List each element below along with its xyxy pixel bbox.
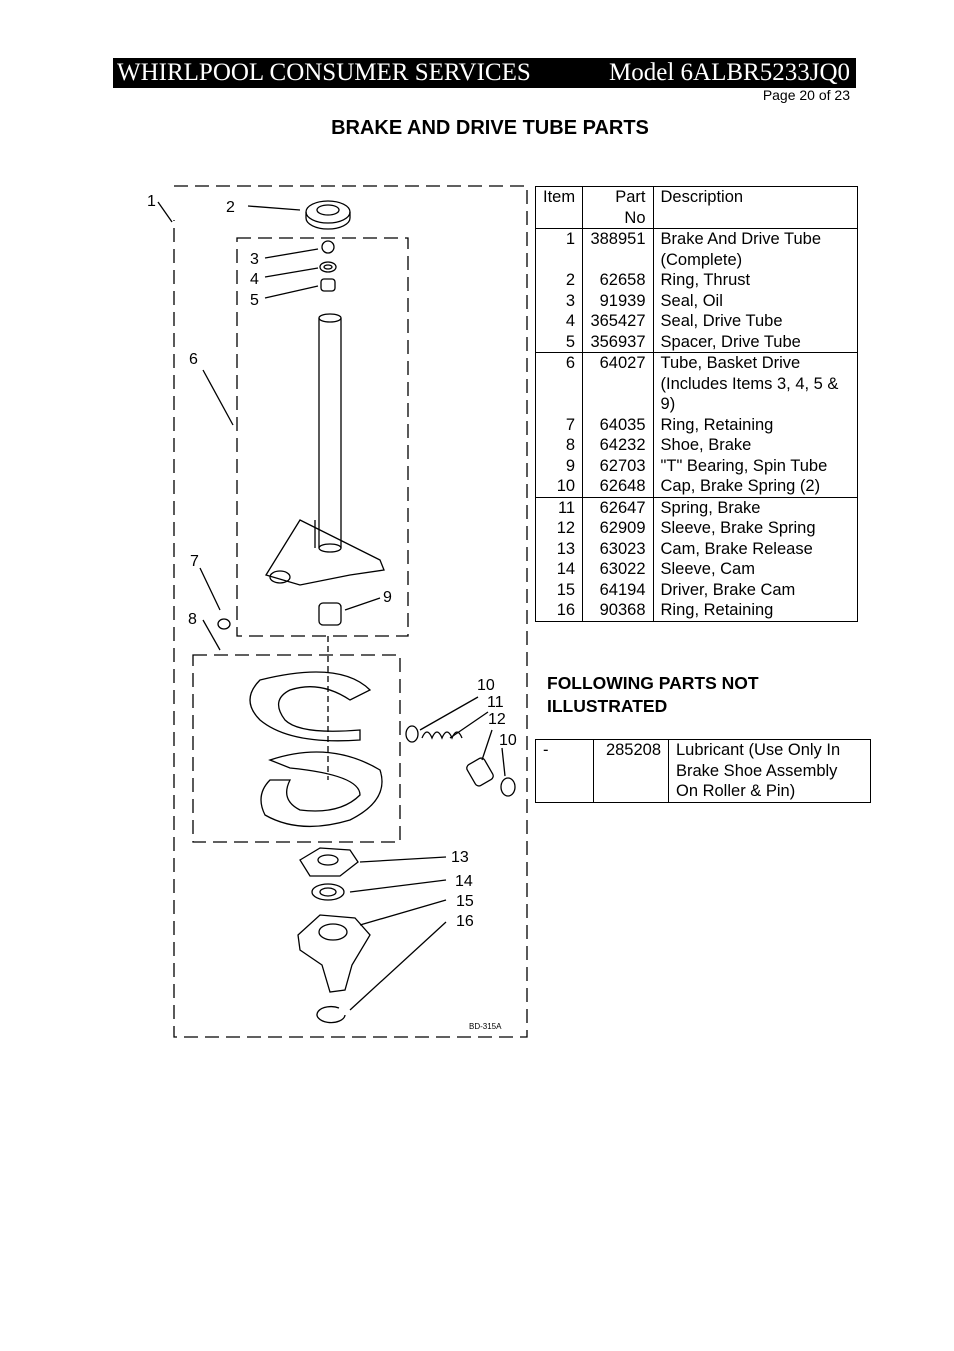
outer-frame [173,185,528,1038]
svg-text:9: 9 [383,589,392,606]
col-part-no: Part No [582,186,654,229]
svg-text:11: 11 [487,694,504,711]
svg-text:8: 8 [188,611,197,628]
drive-tube-seal [319,261,337,273]
svg-text:3: 3 [250,251,259,268]
svg-text:2: 2 [226,199,235,216]
brake-release-cam [299,847,359,877]
t-bearing [318,602,342,626]
diagram-code: BD-315A [469,1022,502,1031]
svg-text:13: 13 [451,849,469,866]
thrust-ring [305,200,351,224]
header-bar: WHIRLPOOL CONSUMER SERVICES Model 6ALBR5… [113,58,856,88]
brake-spring-cap [405,725,419,743]
svg-text:5: 5 [250,292,259,309]
brake-spring [421,731,463,740]
brake-shoe-lower [260,751,383,828]
basket-drive-tube [318,318,342,548]
cam-sleeve [311,883,345,901]
svg-text:7: 7 [190,553,199,570]
tube-base-plate [264,519,385,586]
not-illustrated-table: - 285208 Lubricant (Use Only In Brake Sh… [535,739,871,803]
page-title: BRAKE AND DRIVE TUBE PARTS [331,117,649,139]
svg-text:15: 15 [456,893,474,910]
retaining-ring-7 [217,618,231,630]
page-number: Page 20 of 23 [762,87,850,103]
retaining-ring-16 [316,1005,346,1024]
svg-text:1: 1 [147,193,156,210]
svg-text:4: 4 [250,271,259,288]
drive-tube-spacer [320,278,336,292]
brake-cam-driver [297,914,371,993]
svg-text:10: 10 [499,732,517,749]
exploded-parts-diagram: 1 2 3 4 5 6 7 8 9 10 11 12 10 13 14 15 1… [147,185,528,1038]
svg-text:12: 12 [488,711,506,728]
svg-text:10: 10 [477,677,495,694]
oil-seal [321,240,335,254]
tube-frame [236,237,409,637]
svg-text:16: 16 [456,913,474,930]
svg-text:14: 14 [455,873,473,890]
brake-spring-cap-2 [500,777,516,797]
svg-text:6: 6 [189,351,198,368]
brake-shoe-upper [249,671,372,742]
header-company: WHIRLPOOL CONSUMER SERVICES [117,59,531,86]
col-item: Item [534,186,584,229]
header-model: Model 6ALBR5233JQ0 [609,59,850,86]
table-row: - 285208 Lubricant (Use Only In Brake Sh… [535,739,871,803]
brake-spring-sleeve [466,757,494,787]
shoe-frame [192,654,401,843]
not-illustrated-heading: FOLLOWING PARTS NOT ILLUSTRATED [547,673,759,716]
col-description: Description [652,186,859,229]
